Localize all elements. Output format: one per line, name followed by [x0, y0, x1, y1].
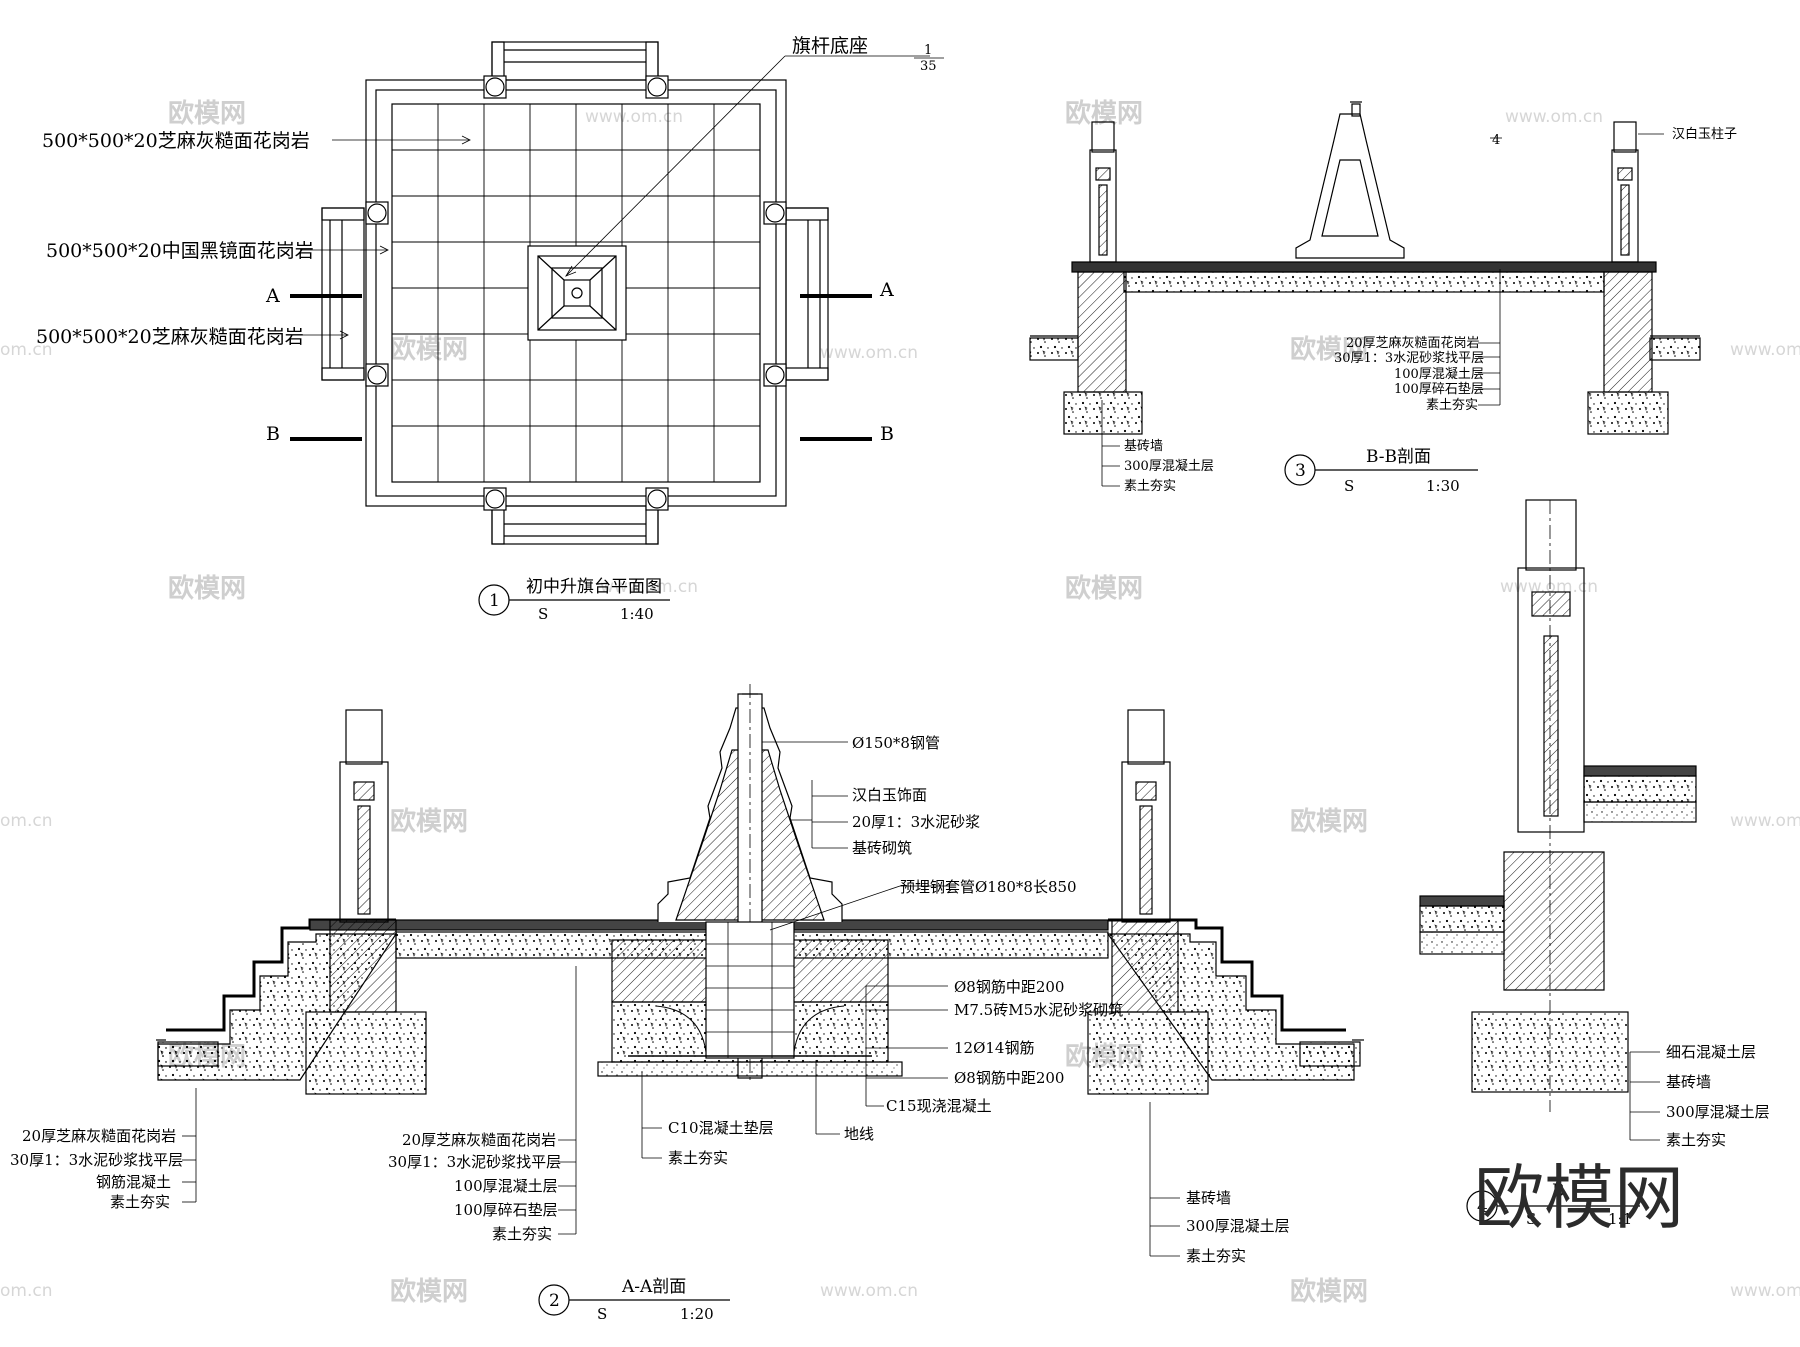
aa-right-top-1: Ø150*8钢管: [852, 734, 940, 752]
aa-right-bottom-3: 素土夯实: [1186, 1247, 1246, 1265]
aa-right-mid-1: Ø8钢筋中距200: [954, 978, 1064, 996]
watermark-url: www.om.cn: [1730, 340, 1800, 360]
cut-b-right: B: [880, 423, 894, 445]
aa-num: 2: [549, 1291, 560, 1311]
detail-label-1: 细石混凝土层: [1666, 1043, 1756, 1061]
cut-a-right: A: [879, 279, 894, 301]
watermark-url: om.cn: [0, 811, 53, 831]
watermark-url: www.om.cn: [1730, 811, 1800, 831]
base-ref-top: 1: [924, 43, 932, 58]
plan-labels: 旗杆底座 1 35 500*500*20芝麻灰糙面花岗岩 500*500*20中…: [36, 35, 937, 623]
watermark-logo-text: 欧模网: [1290, 806, 1368, 837]
aa-right-top-5: 预埋钢套管Ø180*8长850: [900, 878, 1077, 896]
aa-title: A-A剖面: [621, 1277, 686, 1297]
aa-center-left-1: 20厚芝麻灰糙面花岗岩: [402, 1131, 556, 1149]
section-bb: [1029, 101, 1701, 487]
section-bb-labels: 汉白玉柱子 4 20厚芝麻灰糙面花岗岩 30厚1：3水泥砂浆找平层 100厚混凝…: [1124, 126, 1737, 495]
aa-center-left-4: 100厚碎石垫层: [454, 1201, 558, 1219]
bb-layer-4: 100厚碎石垫层: [1394, 381, 1484, 397]
bb-foundation-1: 基砖墙: [1124, 439, 1163, 454]
bb-s: S: [1344, 477, 1354, 495]
site-logo: 欧模网: [1474, 1157, 1684, 1239]
aa-bottom-center-3: 地线: [844, 1125, 874, 1143]
aa-center-left-3: 100厚混凝土层: [454, 1177, 558, 1195]
watermark-url: www.om.cn: [600, 577, 698, 597]
watermark-logo-text: 欧模网: [390, 334, 468, 365]
bb-scale: 1:30: [1426, 477, 1460, 495]
aa-right-mid-2: M7.5砖M5水泥砂浆砌筑: [954, 1001, 1123, 1019]
watermark-logo-text: 欧模网: [168, 573, 246, 604]
aa-right-mid-3: 12Ø14钢筋: [954, 1039, 1034, 1057]
aa-right-top-4: 基砖砌筑: [852, 839, 912, 857]
section-aa-labels: Ø150*8钢管 汉白玉饰面 20厚1：3水泥砂浆 基砖砌筑 预埋钢套管Ø180…: [10, 734, 1290, 1323]
detail-title: B: [1552, 1181, 1565, 1201]
label-granite-mid: 500*500*20中国黑镜面花岗岩: [46, 240, 314, 262]
detail-label-2: 基砖墙: [1666, 1073, 1711, 1091]
cut-b-left: B: [266, 423, 280, 445]
watermark-logo-text: 欧模网: [1290, 1276, 1368, 1307]
bb-title: B-B剖面: [1366, 447, 1431, 467]
watermark-logo-text: 欧模网: [1290, 334, 1368, 365]
aa-left-3: 钢筋混凝土: [96, 1173, 171, 1191]
cut-a-left: A: [265, 285, 280, 307]
bb-ref-num: 4: [1492, 133, 1500, 148]
bb-layer-2: 30厚1：3水泥砂浆找平层: [1334, 351, 1484, 366]
detail-label-4: 素土夯实: [1666, 1131, 1726, 1149]
detail-s: S: [1526, 1210, 1536, 1228]
detail-num: 4: [1477, 1197, 1488, 1217]
watermark-url: www.om.cn: [585, 107, 683, 127]
bb-foundation-3: 素土夯实: [1124, 479, 1176, 494]
aa-right-top-3: 20厚1：3水泥砂浆: [852, 813, 980, 831]
aa-right-bottom-2: 300厚混凝土层: [1186, 1217, 1290, 1235]
watermark-url: www.om.cn: [1505, 107, 1603, 127]
aa-s: S: [597, 1305, 607, 1323]
detail-labels: 细石混凝土层 基砖墙 300厚混凝土层 素土夯实 4 B S 1:1 欧模网: [1474, 1043, 1770, 1239]
bb-foundation-2: 300厚混凝土层: [1124, 458, 1214, 474]
watermark-logo-text: 欧模网: [1065, 98, 1143, 129]
label-granite-bottom: 500*500*20芝麻灰糙面花岗岩: [36, 326, 304, 348]
watermark-url: om.cn: [0, 1281, 53, 1301]
detail-scale: 1:1: [1608, 1210, 1632, 1228]
watermark-logo-text: 欧模网: [1065, 573, 1143, 604]
watermark-logo-text: 欧模网: [390, 1276, 468, 1307]
aa-right-top-2: 汉白玉饰面: [852, 786, 927, 804]
watermark-url: www.om.cn: [1500, 577, 1598, 597]
label-base: 旗杆底座: [792, 35, 868, 57]
bb-layer-5: 素土夯实: [1426, 398, 1478, 413]
aa-right-mid-4: Ø8钢筋中距200: [954, 1069, 1064, 1087]
aa-right-mid-5: C15现浇混凝土: [886, 1097, 992, 1115]
watermark-url: www.om.cn: [1730, 1281, 1800, 1301]
watermark-url: www.om.cn: [820, 1281, 918, 1301]
bb-layer-3: 100厚混凝土层: [1394, 366, 1484, 382]
plan-view: [290, 41, 944, 616]
aa-scale: 1:20: [680, 1305, 714, 1323]
aa-left-1: 20厚芝麻灰糙面花岗岩: [22, 1127, 176, 1145]
aa-left-4: 素土夯实: [110, 1193, 170, 1211]
aa-right-bottom-1: 基砖墙: [1186, 1189, 1231, 1207]
aa-center-left-2: 30厚1：3水泥砂浆找平层: [388, 1153, 561, 1171]
watermark-url: www.om.cn: [820, 343, 918, 363]
watermark-logo-text: 欧模网: [168, 98, 246, 129]
watermark-url: om.cn: [0, 340, 53, 360]
plan-title: 初中升旗台平面图: [526, 577, 662, 597]
label-granite-top: 500*500*20芝麻灰糙面花岗岩: [42, 130, 310, 152]
base-ref-bottom: 35: [920, 59, 937, 74]
aa-bottom-center-2: 素土夯实: [668, 1149, 728, 1167]
aa-left-2: 30厚1：3水泥砂浆找平层: [10, 1151, 183, 1169]
label-pillar: 汉白玉柱子: [1672, 126, 1737, 142]
plan-s: S: [538, 605, 548, 623]
bb-layer-1: 20厚芝麻灰糙面花岗岩: [1346, 335, 1480, 351]
aa-center-left-5: 素土夯实: [492, 1225, 552, 1243]
watermark-logo-text: 欧模网: [390, 806, 468, 837]
plan-scale: 1:40: [620, 605, 654, 623]
bb-num: 3: [1295, 461, 1306, 481]
aa-bottom-center-1: C10混凝土垫层: [668, 1119, 774, 1137]
detail-label-3: 300厚混凝土层: [1666, 1103, 1770, 1121]
section-aa: [156, 684, 1364, 1316]
detail-view: [1419, 499, 1697, 1222]
plan-num: 1: [489, 591, 500, 611]
watermarks: 欧模网 www.om.cn 欧模网 www.om.cn 欧模网 www.om.c…: [0, 98, 1800, 1307]
